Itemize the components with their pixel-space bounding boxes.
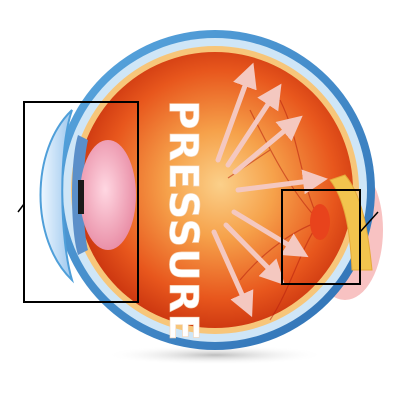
front-of-eye-box (23, 101, 139, 303)
pressure-arrow (231, 209, 309, 258)
optic-box-leader (359, 211, 379, 233)
pressure-arrow (211, 229, 254, 318)
pressure-label: PRESSURE (160, 100, 206, 342)
front-box-leader (17, 203, 25, 213)
pressure-arrow (223, 222, 286, 286)
optic-nerve-box (281, 189, 361, 285)
lens (80, 140, 136, 250)
eye-shadow (105, 345, 325, 365)
optic-disc (310, 204, 330, 240)
pressure-arrows (211, 62, 328, 318)
pressure-arrow (235, 169, 328, 195)
pupil (78, 180, 84, 214)
pressure-arrow (232, 115, 303, 175)
pressure-arrow (215, 62, 257, 163)
pressure-arrow (225, 83, 282, 168)
cornea (39, 109, 75, 284)
